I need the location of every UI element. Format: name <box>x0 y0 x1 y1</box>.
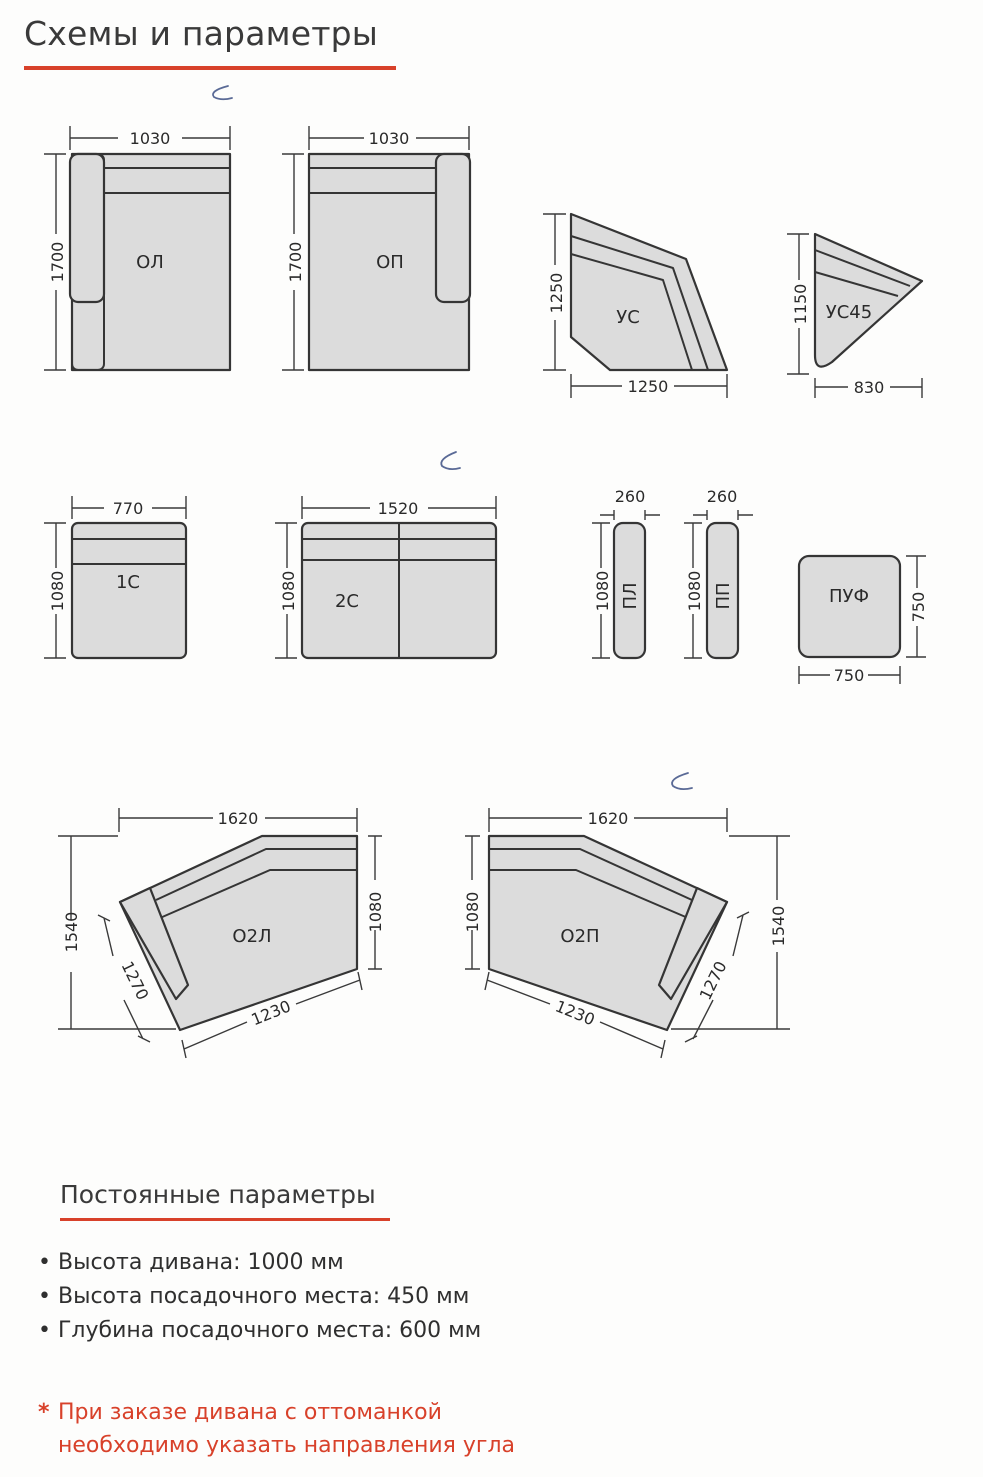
bullet: • <box>38 1250 51 1275</box>
module-o2l: 1620 1080 1540 1270 1230 О2Л <box>58 808 385 1059</box>
o2p-width-dim: 1620 <box>588 809 629 828</box>
us-width-dim: 1250 <box>628 377 669 396</box>
note-line-1: При заказе дивана с оттоманкой <box>58 1400 442 1425</box>
module-op: 1030 1700 ОП <box>282 126 472 372</box>
pl-depth-dim: 1080 <box>593 571 612 612</box>
op-label: ОП <box>376 252 404 273</box>
param-text: Высота дивана: 1000 мм <box>58 1250 344 1275</box>
o2l-back-dim: 1080 <box>366 892 385 933</box>
c2-depth-dim: 1080 <box>279 571 298 612</box>
modules-diagram: 1030 1700 ОЛ 1030 1700 ОП 1250 1250 УС 1… <box>44 85 928 1059</box>
module-us: 1250 1250 УС <box>543 212 729 398</box>
fixed-params-list: • Высота дивана: 1000 мм • Высота посадочн… <box>38 1246 481 1348</box>
c1-depth-dim: 1080 <box>48 571 67 612</box>
o2l-label: О2Л <box>232 926 271 947</box>
module-us45: 1150 830 УС45 <box>787 232 924 398</box>
module-o2p: 1620 1080 1540 1270 1230 О2П <box>463 808 790 1059</box>
module-pl: 260 1080 ПЛ <box>592 487 660 660</box>
module-1c: 770 1080 1С <box>44 496 188 660</box>
us45-label: УС45 <box>826 302 872 323</box>
ol-depth-dim: 1700 <box>48 242 67 283</box>
title-underline <box>24 66 396 70</box>
bullet: • <box>38 1284 51 1309</box>
o2p-label: О2П <box>560 926 599 947</box>
asterisk: * <box>38 1400 50 1425</box>
us45-width-dim: 830 <box>854 378 885 397</box>
list-item: • Высота дивана: 1000 мм <box>38 1246 481 1280</box>
pp-width-dim: 260 <box>707 487 738 506</box>
note-line-2: необходимо указать направления угла <box>58 1433 516 1458</box>
op-depth-dim: 1700 <box>286 242 305 283</box>
op-width-dim: 1030 <box>369 129 410 148</box>
o2p-back-dim: 1080 <box>463 892 482 933</box>
o2l-width-dim: 1620 <box>218 809 259 828</box>
pl-width-dim: 260 <box>615 487 646 506</box>
o2p-side-dim: 1270 <box>696 958 731 1003</box>
pp-label: ПП <box>713 582 734 609</box>
bullet: • <box>38 1318 51 1343</box>
module-puf: 750 750 ПУФ <box>797 554 928 685</box>
page-title: Схемы и параметры <box>24 14 379 53</box>
puf-depth-dim: 750 <box>909 592 928 623</box>
c2-label: 2С <box>335 591 359 612</box>
fixed-params-underline <box>60 1218 390 1221</box>
o2l-depth-dim: 1540 <box>62 912 81 953</box>
module-ol: 1030 1700 ОЛ <box>44 126 232 372</box>
pp-depth-dim: 1080 <box>685 571 704 612</box>
list-item: • Высота посадочного места: 450 мм <box>38 1280 481 1314</box>
us-label: УС <box>616 307 640 328</box>
module-pp: 260 1080 ПП <box>684 487 753 660</box>
o2p-depth-dim: 1540 <box>769 906 788 947</box>
c2-width-dim: 1520 <box>378 499 419 518</box>
us45-depth-dim: 1150 <box>791 284 810 325</box>
param-text: Высота посадочного места: 450 мм <box>58 1284 470 1309</box>
order-note: * При заказе дивана с оттоманкой необходи… <box>38 1396 515 1462</box>
pen-mark <box>671 772 693 791</box>
fixed-params-title: Постоянные параметры <box>60 1180 376 1209</box>
pl-label: ПЛ <box>620 582 641 609</box>
o2l-side-dim: 1270 <box>117 958 152 1003</box>
ol-width-dim: 1030 <box>130 129 171 148</box>
param-text: Глубина посадочного места: 600 мм <box>58 1318 482 1343</box>
us-depth-dim: 1250 <box>547 273 566 314</box>
list-item: • Глубина посадочного места: 600 мм <box>38 1314 481 1348</box>
puf-label: ПУФ <box>829 586 869 607</box>
c1-label: 1С <box>116 572 140 593</box>
pen-mark <box>212 85 233 101</box>
pen-mark <box>440 451 461 471</box>
ol-label: ОЛ <box>136 252 164 273</box>
puf-width-dim: 750 <box>834 666 865 685</box>
module-2c: 1520 1080 2С <box>275 496 498 660</box>
c1-width-dim: 770 <box>113 499 144 518</box>
